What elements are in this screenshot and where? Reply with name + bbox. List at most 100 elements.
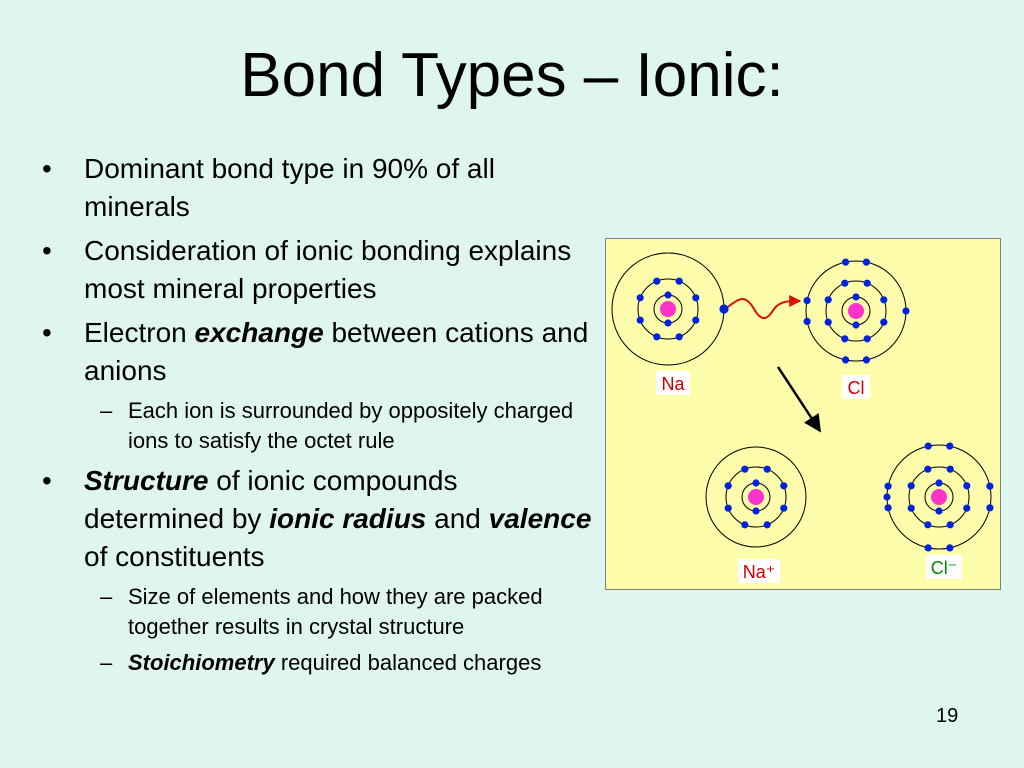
- electron: [741, 521, 749, 529]
- electron: [862, 258, 870, 266]
- emphasis-text: exchange: [194, 317, 324, 348]
- label-na: Na: [661, 374, 685, 394]
- electron: [946, 442, 954, 450]
- electron: [924, 544, 932, 552]
- electron: [907, 482, 915, 490]
- sub-bullet-text: Size of elements and how they are packed…: [128, 584, 543, 639]
- electron-transfer-arrow: [727, 295, 802, 319]
- electron: [724, 504, 732, 512]
- electron: [824, 318, 832, 326]
- nucleus: [848, 303, 864, 319]
- electron: [863, 335, 871, 343]
- emphasis-text: Stoichiometry: [128, 650, 275, 675]
- bullet-list: • Dominant bond type in 90% of all miner…: [42, 150, 602, 684]
- label-box-na-ion: [738, 559, 780, 583]
- bullet-marker: •: [42, 317, 52, 348]
- electron: [741, 465, 749, 473]
- dash-marker: –: [100, 398, 113, 423]
- electron: [842, 258, 850, 266]
- sub-bullet-item: – Each ion is surrounded by oppositely c…: [42, 396, 602, 456]
- bullet-text: Electron: [84, 317, 195, 348]
- electron-shell: [725, 466, 787, 528]
- electron: [824, 296, 832, 304]
- electron: [986, 482, 994, 490]
- electron: [780, 504, 788, 512]
- sodium-atom: [611, 252, 729, 366]
- electron: [946, 544, 954, 552]
- label-box-cl-ion: [926, 555, 962, 579]
- electron: [963, 504, 971, 512]
- electron: [884, 482, 892, 490]
- electron: [675, 277, 683, 285]
- nucleus: [931, 489, 947, 505]
- sub-bullet-text: Each ion is surrounded by oppositely cha…: [128, 398, 574, 453]
- nucleus: [748, 489, 764, 505]
- electron: [664, 291, 672, 299]
- electron: [692, 294, 700, 302]
- electron: [946, 465, 954, 473]
- electron: [719, 304, 729, 314]
- electron: [963, 482, 971, 490]
- electron: [780, 482, 788, 490]
- electron: [883, 493, 891, 501]
- electron: [763, 521, 771, 529]
- bullet-marker: •: [42, 465, 52, 496]
- bullet-text: Consideration of ionic bonding explains …: [84, 235, 572, 304]
- bullet-text: of constituents: [84, 541, 265, 572]
- bullet-item: • Electron exchange between cations and …: [42, 314, 602, 390]
- chlorine-atom: [803, 258, 910, 364]
- electron: [841, 335, 849, 343]
- electron: [880, 318, 888, 326]
- electron-shell: [908, 466, 970, 528]
- electron: [752, 507, 760, 515]
- electron: [842, 356, 850, 364]
- electron: [924, 442, 932, 450]
- sub-bullet-item: – Stoichiometry required balanced charge…: [42, 648, 602, 678]
- electron: [907, 504, 915, 512]
- electron: [852, 321, 860, 329]
- emphasis-text: Structure: [84, 465, 209, 496]
- label-box-cl: [842, 375, 870, 399]
- page-number: 19: [936, 705, 959, 727]
- electron: [653, 277, 661, 285]
- bullet-marker: •: [42, 153, 52, 184]
- electron: [924, 521, 932, 529]
- electron: [636, 294, 644, 302]
- bullet-text: between cations and anions: [84, 317, 589, 386]
- electron: [763, 465, 771, 473]
- label-cl-ion: Cl⁻: [931, 558, 958, 578]
- electron: [946, 521, 954, 529]
- electron-shell: [705, 446, 807, 548]
- dash-marker: –: [100, 650, 113, 675]
- sub-bullet-item: – Size of elements and how they are pack…: [42, 582, 602, 642]
- electron: [803, 297, 811, 305]
- electron: [902, 307, 910, 315]
- reaction-arrow: [776, 366, 822, 433]
- bullet-item: • Structure of ionic compounds determine…: [42, 462, 602, 576]
- electron: [664, 319, 672, 327]
- ionic-bond-diagram: Na Cl Na⁺ Cl⁻: [605, 238, 1001, 590]
- bullet-item: • Dominant bond type in 90% of all miner…: [42, 150, 602, 226]
- electron: [924, 465, 932, 473]
- electron: [862, 356, 870, 364]
- diagram-svg: Na Cl Na⁺ Cl⁻: [611, 252, 994, 583]
- sub-bullet-text: required balanced charges: [274, 650, 542, 675]
- electron: [841, 279, 849, 287]
- electron: [863, 279, 871, 287]
- dash-marker: –: [100, 584, 113, 609]
- electron: [653, 333, 661, 341]
- electron: [880, 296, 888, 304]
- electron: [803, 317, 811, 325]
- bullet-text: Dominant bond type in 90% of all mineral…: [84, 153, 495, 222]
- electron-shell: [825, 280, 887, 342]
- chloride-ion: [883, 442, 994, 552]
- bullet-item: • Consideration of ionic bonding explain…: [42, 232, 602, 308]
- bullet-text: and: [426, 503, 489, 534]
- label-na-ion: Na⁺: [743, 562, 776, 582]
- electron-shell: [637, 278, 699, 340]
- label-cl: Cl: [848, 378, 865, 398]
- electron: [724, 482, 732, 490]
- sodium-ion: [705, 446, 807, 548]
- electron: [692, 316, 700, 324]
- bullet-text: of ionic compounds determined by: [84, 465, 458, 534]
